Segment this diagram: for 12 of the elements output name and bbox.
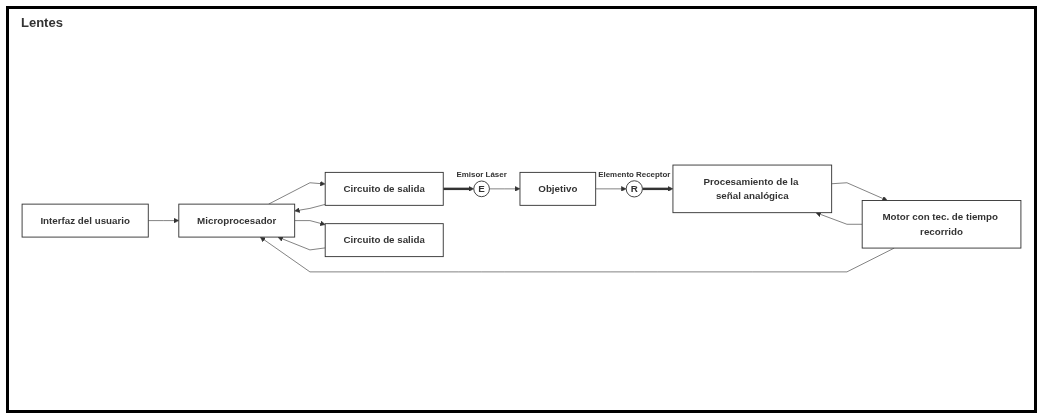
node-box: Circuito de salida	[324, 223, 444, 258]
node-circle: E	[473, 180, 490, 198]
arrow	[443, 186, 474, 192]
node-box: Objetivo	[519, 171, 597, 206]
node-box: Procesamiento de la señal analógica	[672, 164, 833, 214]
arrow	[642, 186, 674, 192]
node-box: Motor con tec. de tiempo recorrido	[861, 200, 1022, 249]
note-label: Lentes	[21, 15, 63, 30]
node-circle: R	[625, 180, 643, 198]
node-box: Microprocesador	[178, 203, 296, 238]
node-box: Interfaz del usuario	[21, 203, 149, 238]
node-box: Circuito de salida	[324, 171, 444, 206]
